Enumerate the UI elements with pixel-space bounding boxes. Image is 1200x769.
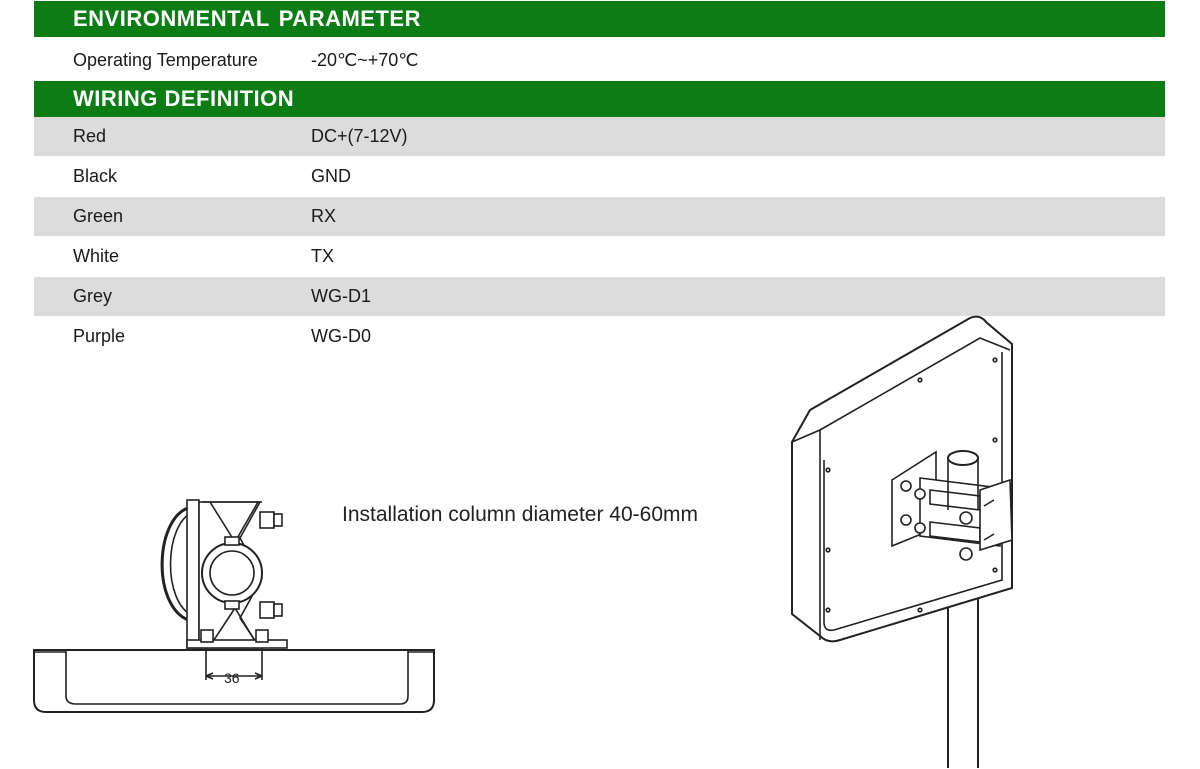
table-row-green: Green RX: [34, 197, 1165, 236]
row-value: TX: [311, 246, 335, 266]
row-value: WG-D0: [311, 326, 371, 346]
row-key: Black: [73, 166, 118, 186]
environmental-title-word2: PARAMETER: [278, 6, 421, 31]
table-row-red: Red DC+(7-12V): [34, 117, 1165, 156]
installation-caption: Installation column diameter 40-60mm: [342, 503, 698, 526]
table-row-white: White TX: [34, 237, 1165, 276]
dimension-label: 36: [224, 670, 240, 686]
row-key: White: [73, 246, 120, 266]
row-key: Operating Temperature: [73, 50, 258, 70]
row-key: Green: [73, 206, 124, 226]
row-value: DC+(7-12V): [311, 126, 408, 146]
wiring-title: WIRING DEFINITION: [73, 86, 295, 111]
row-key: Red: [73, 126, 107, 146]
wiring-definition-header: WIRING DEFINITION: [34, 81, 1165, 117]
table-row-operating-temperature: Operating Temperature -20℃~+70℃: [34, 41, 1165, 80]
row-key: Grey: [73, 286, 113, 306]
table-row-black: Black GND: [34, 157, 1165, 196]
row-value: RX: [311, 206, 337, 226]
row-value: WG-D1: [311, 286, 371, 306]
environmental-parameter-header: ENVIRONMENTAL PARAMETER: [34, 1, 1165, 37]
table-row-grey: Grey WG-D1: [34, 277, 1165, 316]
table-row-purple: Purple WG-D0: [34, 317, 1165, 356]
row-key: Purple: [73, 326, 126, 346]
row-value: -20℃~+70℃: [311, 50, 419, 70]
environmental-title-word1: ENVIRONMENTAL: [73, 6, 270, 31]
row-value: GND: [311, 166, 351, 186]
side-view-drawing: 36: [33, 499, 435, 713]
perspective-view-drawing: [791, 315, 1013, 768]
